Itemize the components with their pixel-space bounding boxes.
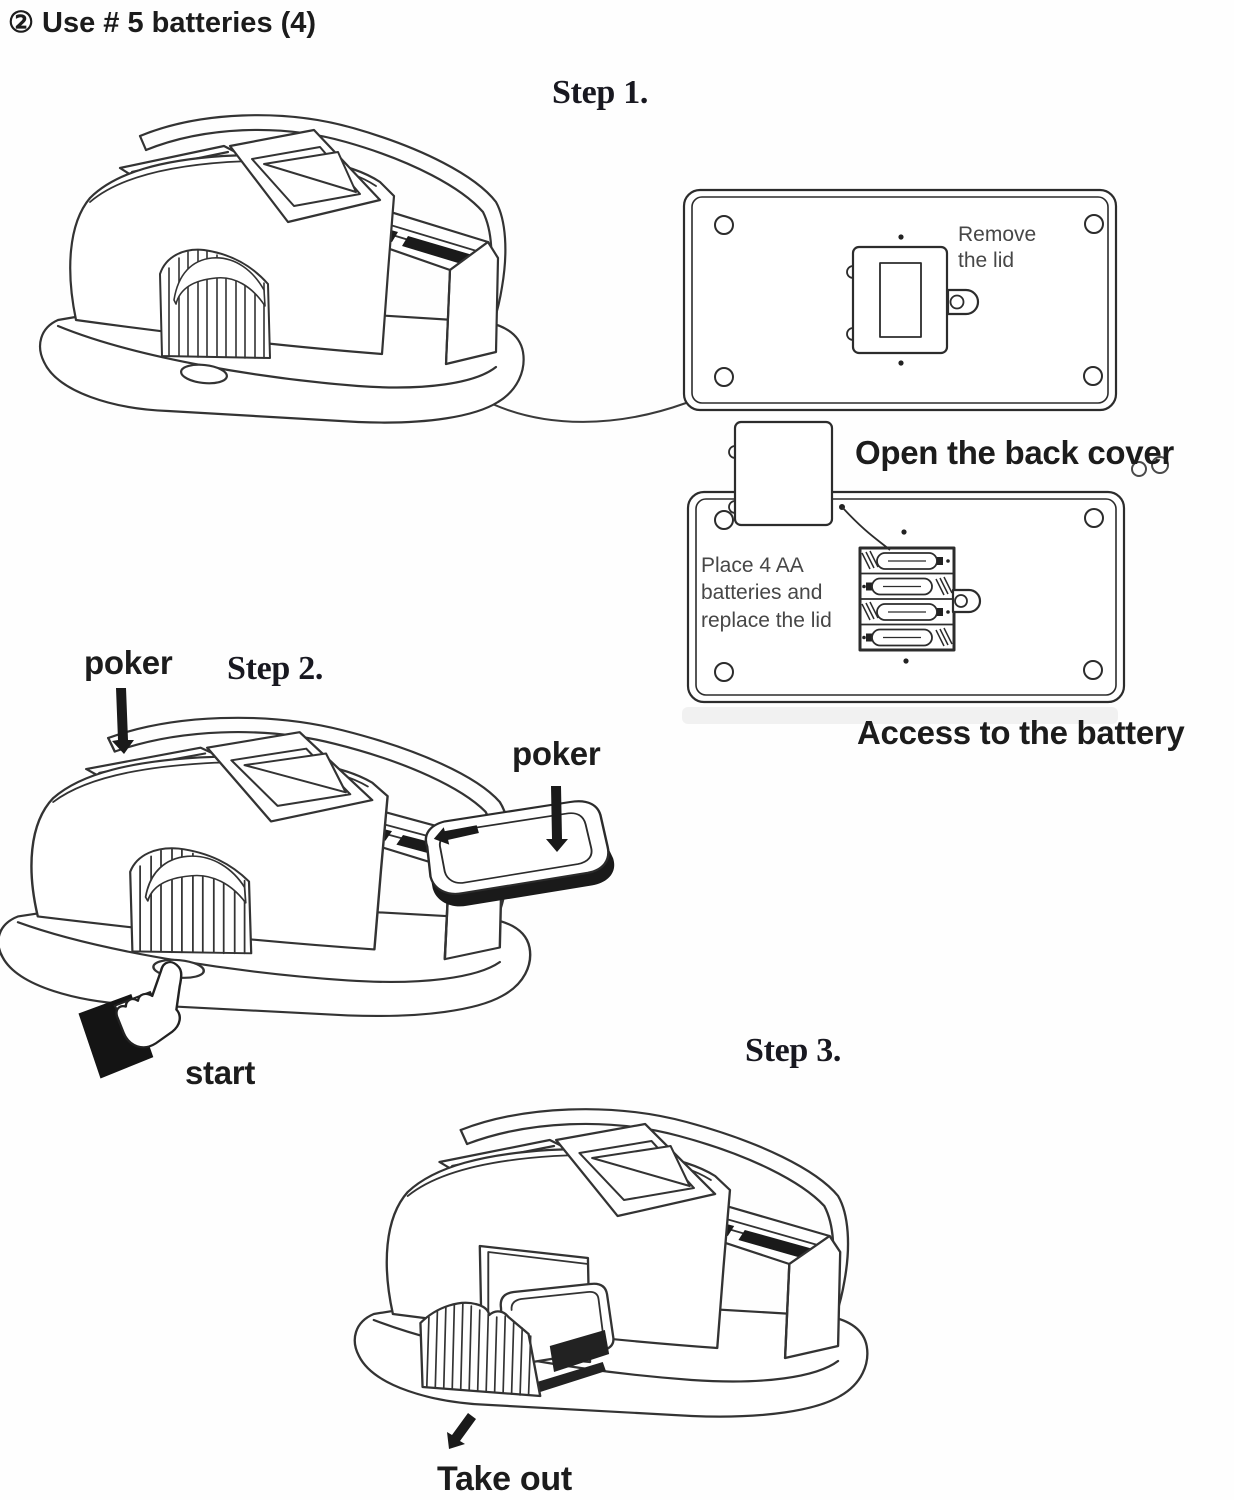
remove-lid-caption: Remove the lid (958, 222, 1036, 275)
access-battery-label: Access to the battery (857, 714, 1185, 751)
screw-hole (1084, 508, 1104, 528)
back-panel-closed-drawing (682, 188, 1118, 412)
card-shuffler-step2-drawing (0, 716, 615, 1079)
screw-hole (1083, 660, 1103, 680)
screw-hole (1083, 366, 1103, 386)
hand-pressing-icon (78, 961, 183, 1079)
poker-label-left: poker (84, 644, 173, 681)
latch-drawing (951, 588, 982, 614)
place-batteries-line1: Place 4 AA (701, 554, 804, 577)
screw-hole (714, 662, 734, 682)
screw-hole (714, 367, 734, 387)
poker-label-right: poker (512, 735, 601, 772)
screw-hole (714, 215, 734, 235)
step1-label: Step 1. (552, 74, 649, 111)
remove-lid-line2: the lid (958, 249, 1015, 273)
removed-lid-drawing (728, 420, 891, 551)
shuffled-cards-tray-drawing (419, 1301, 542, 1398)
latch-drawing (946, 288, 980, 316)
place-batteries-line2: batteries and (701, 581, 823, 605)
take-out-label: Take out (437, 1460, 572, 1498)
step2-label: Step 2. (227, 650, 324, 687)
leader-curve-machine-to-panel (479, 397, 687, 423)
insert-arrow-icon (433, 825, 479, 845)
page-title: ② Use # 5 batteries (4) (8, 7, 317, 39)
card-deck-drawing (424, 800, 615, 907)
battery-lid-drawing (846, 245, 949, 355)
poker-arrow-left-icon (112, 688, 134, 754)
open-back-cover-label: Open the back cover (855, 434, 1174, 471)
back-panel-open-drawing (686, 490, 1126, 704)
start-label: start (185, 1054, 256, 1091)
step3-label: Step 3. (745, 1032, 842, 1069)
screw-hole (714, 510, 734, 530)
scan-artifact-band (682, 707, 1118, 724)
card-shuffler-step1-drawing (38, 114, 525, 424)
screw-hole (1084, 214, 1104, 234)
remove-lid-line1: Remove (958, 223, 1037, 246)
decorative-circles (1131, 456, 1169, 477)
poker-arrow-right-icon (546, 786, 568, 852)
take-out-arrow-icon (447, 1413, 476, 1449)
place-batteries-caption: Place 4 AA batteries and replace the lid (701, 552, 832, 634)
battery-compartment-drawing (858, 546, 956, 652)
card-shuffler-step3-drawing (353, 1108, 869, 1418)
place-batteries-line3: replace the lid (701, 608, 832, 632)
